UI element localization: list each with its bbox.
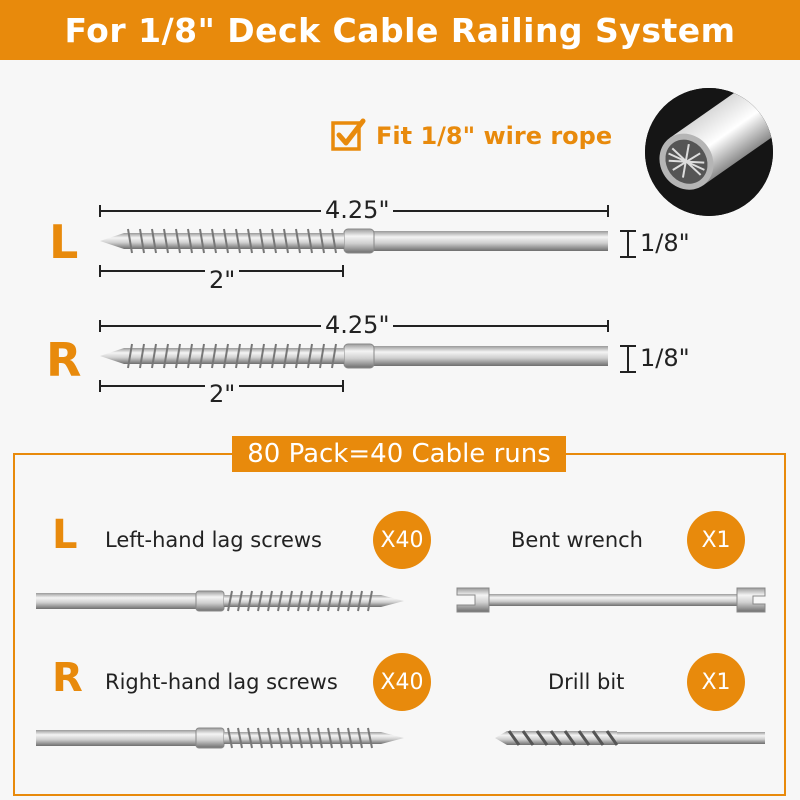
diameter-label: 1/8" bbox=[640, 229, 690, 257]
dim-tick bbox=[607, 320, 609, 332]
diameter-bracket bbox=[620, 371, 636, 373]
diameter-bracket bbox=[627, 231, 629, 257]
item-quantity-badge: X1 bbox=[687, 511, 745, 569]
item-label: Right-hand lag screws bbox=[105, 670, 338, 694]
dim-tick bbox=[99, 320, 101, 332]
right-lag-screw bbox=[100, 343, 608, 369]
item-label: Left-hand lag screws bbox=[105, 528, 322, 552]
thread-length-label: 2" bbox=[205, 266, 240, 294]
wire-rope-closeup bbox=[645, 88, 773, 216]
dim-tick bbox=[607, 205, 609, 217]
item-quantity-badge: X40 bbox=[373, 653, 431, 711]
diameter-bracket bbox=[627, 346, 629, 372]
left-lag-screw bbox=[100, 228, 608, 254]
dim-tick bbox=[99, 265, 101, 277]
right-hand-lag-screw bbox=[36, 727, 404, 749]
diameter-label: 1/8" bbox=[640, 344, 690, 372]
diameter-bracket bbox=[620, 230, 636, 232]
total-length-label: 4.25" bbox=[321, 311, 394, 339]
left-hand-lag-screw bbox=[36, 590, 404, 612]
dim-tick bbox=[99, 380, 101, 392]
thread-length-label: 2" bbox=[205, 380, 240, 408]
banner-title: For 1/8" Deck Cable Railing System bbox=[64, 10, 736, 50]
item-label: Drill bit bbox=[548, 670, 625, 694]
left-letter: L bbox=[49, 215, 79, 269]
diameter-bracket bbox=[620, 256, 636, 258]
bent-wrench bbox=[456, 587, 766, 613]
item-letter: R bbox=[52, 655, 83, 701]
title-banner: For 1/8" Deck Cable Railing System bbox=[0, 0, 800, 60]
package-headline: 80 Pack=40 Cable runs bbox=[232, 436, 566, 472]
item-quantity-badge: X1 bbox=[687, 653, 745, 711]
dim-tick bbox=[99, 205, 101, 217]
item-label: Bent wrench bbox=[511, 528, 643, 552]
dim-tick bbox=[342, 265, 344, 277]
dim-tick bbox=[342, 380, 344, 392]
right-letter: R bbox=[46, 333, 82, 387]
fit-note: Fit 1/8" wire rope bbox=[330, 118, 612, 154]
item-quantity-badge: X40 bbox=[373, 511, 431, 569]
diameter-bracket bbox=[620, 345, 636, 347]
total-length-label: 4.25" bbox=[321, 196, 394, 224]
checkbox-check-icon bbox=[331, 118, 366, 151]
fit-text: Fit 1/8" wire rope bbox=[376, 122, 613, 150]
drill-bit bbox=[495, 730, 765, 746]
item-letter: L bbox=[52, 512, 78, 558]
